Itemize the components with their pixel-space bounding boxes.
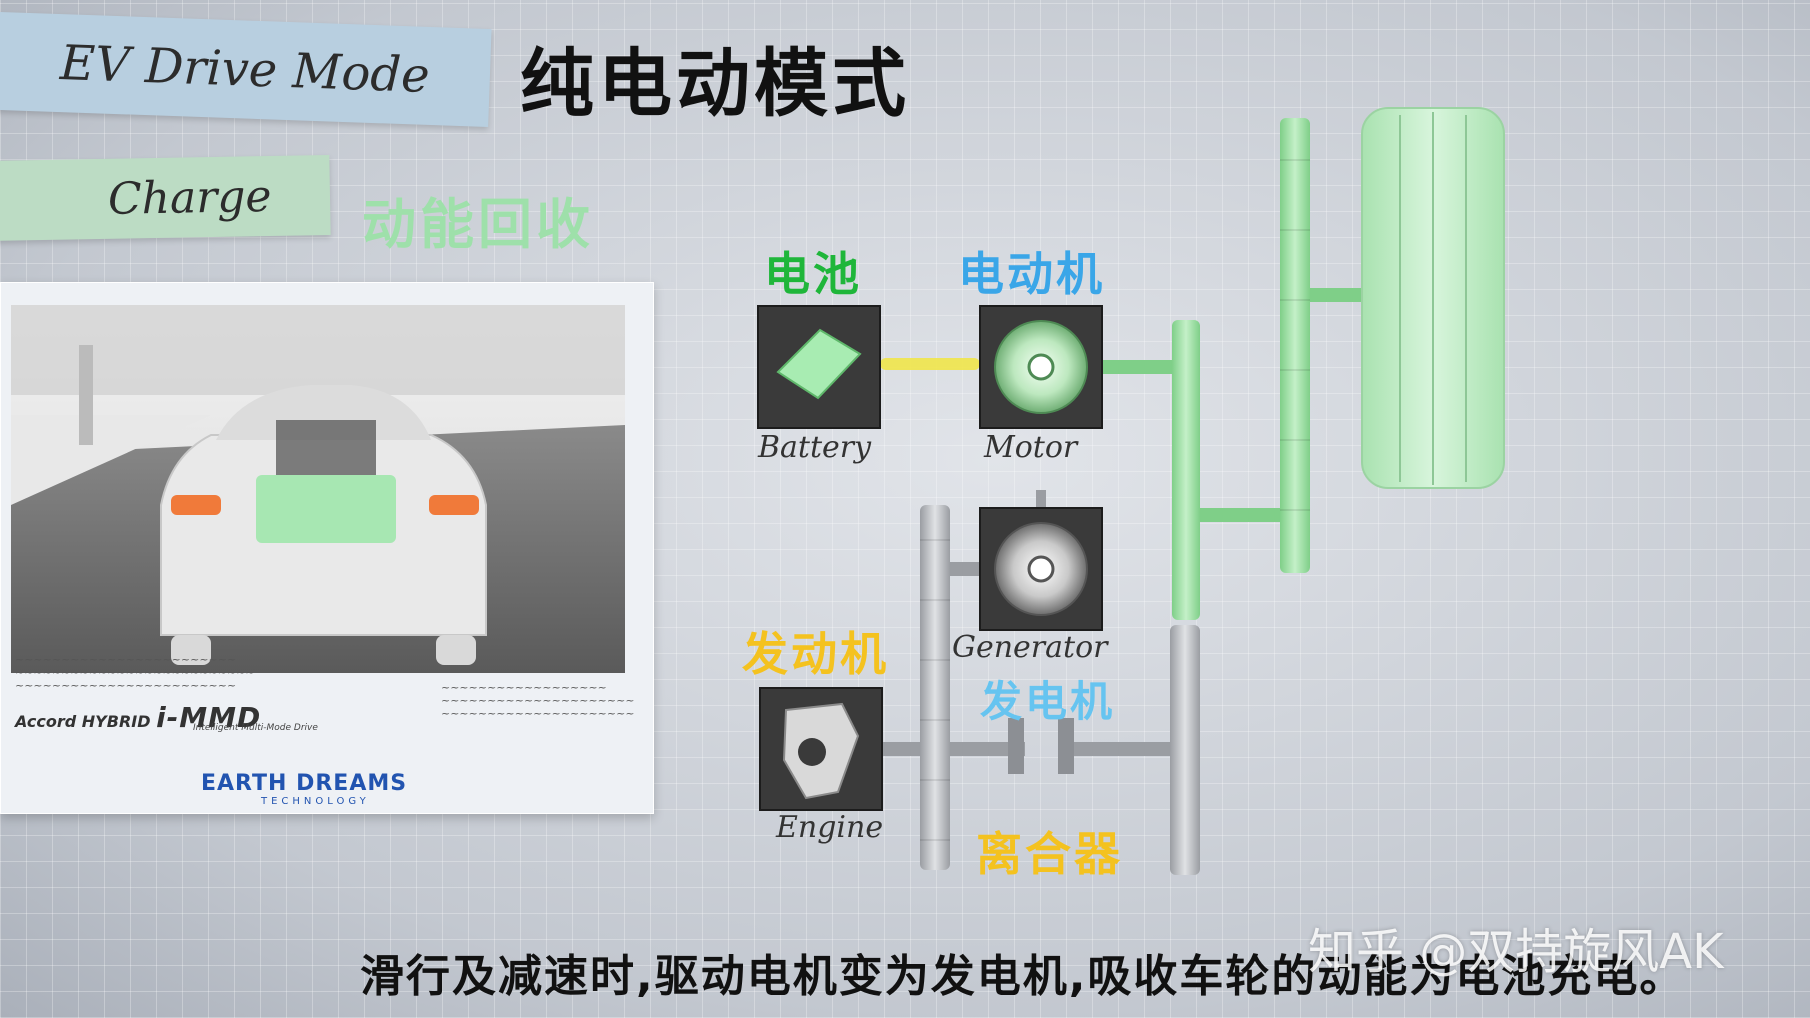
subtitle-cn: 动能回收: [362, 193, 594, 256]
battery-label-en: Battery: [758, 430, 872, 465]
brand-accord-text: Accord HYBRID: [15, 712, 151, 731]
generator-gear: [920, 505, 950, 870]
clutch-shaft-left: [945, 742, 1025, 756]
engine-shaft: [882, 742, 922, 756]
countershaft: [1200, 508, 1290, 522]
car-illustration: [11, 305, 625, 673]
gear-teeth: [920, 159, 1310, 841]
final-drive-gear: [1280, 118, 1310, 573]
car-photo-card: ~~~~~~~~~~~~~~~~~~~~~~~~~~~~~~~~~~~~~~~~…: [0, 282, 654, 814]
brand-accord: Accord HYBRID i-MMD: [15, 701, 261, 734]
generator-label-en: Generator: [952, 630, 1108, 665]
motor-shaft: [1100, 360, 1180, 374]
clutch-plate-right: [1058, 718, 1074, 774]
clutch-plate-left: [1008, 718, 1024, 774]
engine-crank: [798, 738, 826, 766]
wheel-axle: [1308, 288, 1378, 302]
engine-label-cn: 发动机: [742, 627, 889, 681]
battery-label-cn: 电池: [764, 247, 862, 301]
tire-tread: [1399, 112, 1467, 485]
motor-hub: [1027, 353, 1055, 381]
caption-text: 滑行及减速时,驱动电机变为发电机,吸收车轮的动能为电池充电。: [360, 951, 1686, 1002]
motor-label-en: Motor: [984, 430, 1078, 465]
earth-dreams-sub: TECHNOLOGY: [261, 796, 370, 807]
brand-sub-text: Intelligent Multi-Mode Drive: [193, 723, 318, 733]
fine-print-right: ~~~~~~~~~~~~~~~~~~~~~~~~~~~~~~~~~~~~~~~~…: [441, 681, 635, 720]
main-title-cn: 纯电动模式: [520, 41, 910, 127]
battery-icon: [776, 328, 862, 400]
motor-drive-gear: [1172, 320, 1200, 620]
watermark: 知乎 @双持旋风AK: [1308, 924, 1724, 980]
generator-label-cn: 发电机: [980, 677, 1116, 726]
motor-label-cn: 电动机: [958, 247, 1105, 301]
generator-hub: [1027, 555, 1055, 583]
brand-immd-text: i-MMD: [156, 701, 262, 734]
fine-print-left: ~~~~~~~~~~~~~~~~~~~~~~~~~~~~~~~~~~~~~~~~…: [15, 653, 255, 692]
engine-label-en: Engine: [776, 810, 884, 845]
engine-output-gear: [1170, 625, 1200, 875]
clutch-shaft-right: [1068, 742, 1176, 756]
clutch-label-cn: 离合器: [976, 827, 1123, 881]
generator-shaft: [945, 562, 985, 576]
power-flow-arrow: [880, 358, 980, 370]
earth-dreams-logo: EARTH DREAMS: [201, 771, 408, 796]
